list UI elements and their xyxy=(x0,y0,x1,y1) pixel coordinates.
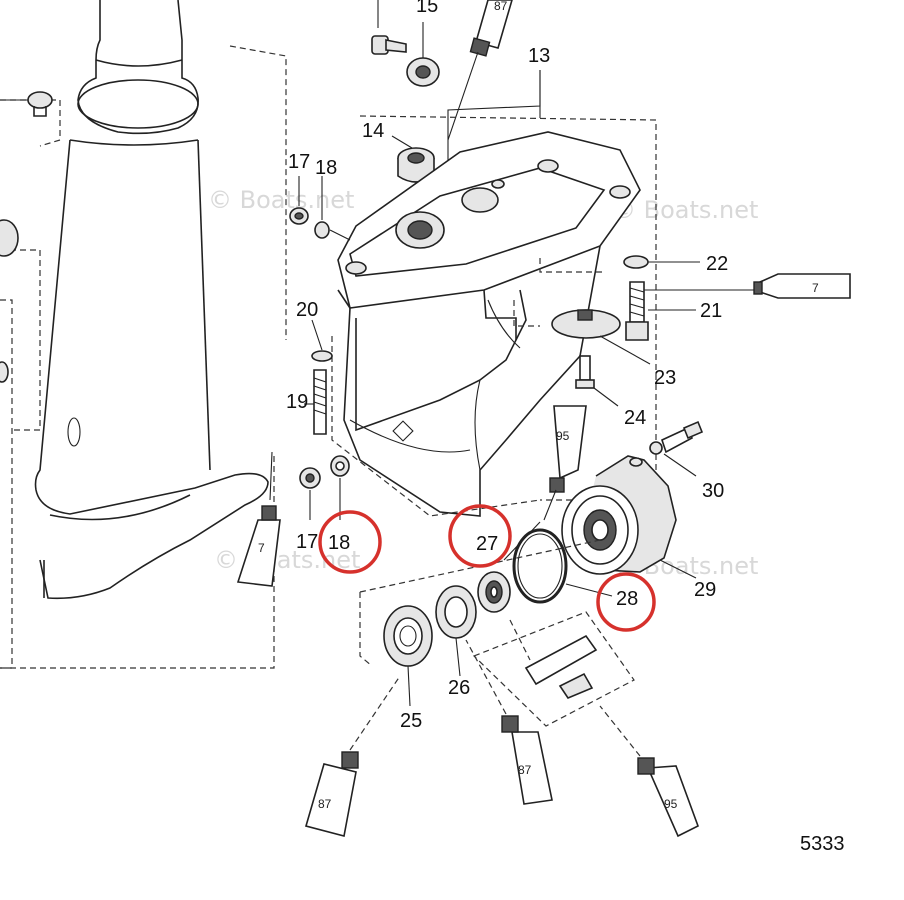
highlight-circle-28 xyxy=(596,572,656,632)
label-15: 15 xyxy=(416,0,438,17)
label-21: 21 xyxy=(700,300,722,322)
label-18-lower: 18 xyxy=(328,532,350,554)
svg-text:87: 87 xyxy=(318,797,332,811)
highlight-circle-27 xyxy=(448,504,512,568)
tube-87-bottom: 87 xyxy=(465,639,553,805)
tube-7-right: 7 xyxy=(753,273,851,299)
tube-87-top: 87 xyxy=(447,0,513,141)
washer-20 xyxy=(311,319,333,362)
label-14: 14 xyxy=(362,120,384,142)
anode-23 xyxy=(551,309,651,365)
washer-22 xyxy=(623,255,700,269)
svg-text:7: 7 xyxy=(812,281,819,295)
figure-number: 5333 xyxy=(800,833,845,855)
label-29: 29 xyxy=(694,579,716,601)
label-13: 13 xyxy=(528,45,550,67)
watermark-top-left: © Boats.net xyxy=(208,186,354,214)
bolt-30 xyxy=(649,420,704,477)
tube-7-left: 7 xyxy=(236,451,281,587)
svg-text:7: 7 xyxy=(258,541,265,555)
seal-27 xyxy=(477,521,541,613)
label-17-upper: 17 xyxy=(288,151,310,173)
highlight-circle-18 xyxy=(318,510,382,574)
label-25: 25 xyxy=(400,710,422,732)
screw-24 xyxy=(575,355,619,407)
stud-19 xyxy=(304,369,327,435)
label-26: 26 xyxy=(448,677,470,699)
bearing-carrier-29 xyxy=(561,455,697,579)
label-20: 20 xyxy=(296,299,318,321)
washer-18-lower xyxy=(330,455,350,520)
tube-95-bottom: 95 xyxy=(599,705,699,838)
label-18-upper: 18 xyxy=(315,157,337,179)
label-24: 24 xyxy=(624,407,646,429)
label-17-lower: 17 xyxy=(296,531,318,553)
bolt-21 xyxy=(625,281,758,341)
label-30: 30 xyxy=(702,480,724,502)
nut-17-upper xyxy=(289,176,309,225)
svg-text:87: 87 xyxy=(518,763,532,777)
o-ring-28 xyxy=(512,528,613,604)
bearing-26 xyxy=(435,585,477,677)
label-27: 27 xyxy=(476,533,498,555)
label-22: 22 xyxy=(706,253,728,275)
washer-15 xyxy=(406,22,440,87)
inset-tools xyxy=(472,611,635,727)
label-23: 23 xyxy=(654,367,676,389)
svg-text:95: 95 xyxy=(556,429,570,443)
label-19: 19 xyxy=(286,391,308,413)
tube-87-left: 87 xyxy=(305,675,401,837)
label-28: 28 xyxy=(616,588,638,610)
nut-17-lower xyxy=(299,467,321,520)
tube-95-middle: 95 xyxy=(543,405,587,521)
svg-text:95: 95 xyxy=(664,797,678,811)
washer-18-upper xyxy=(314,176,351,241)
screw-part xyxy=(371,0,407,55)
bearing-25 xyxy=(383,605,433,707)
svg-text:87: 87 xyxy=(494,0,508,13)
watermark-top-right: © Boats.net xyxy=(612,196,758,224)
driveshaft-housing xyxy=(0,0,287,669)
